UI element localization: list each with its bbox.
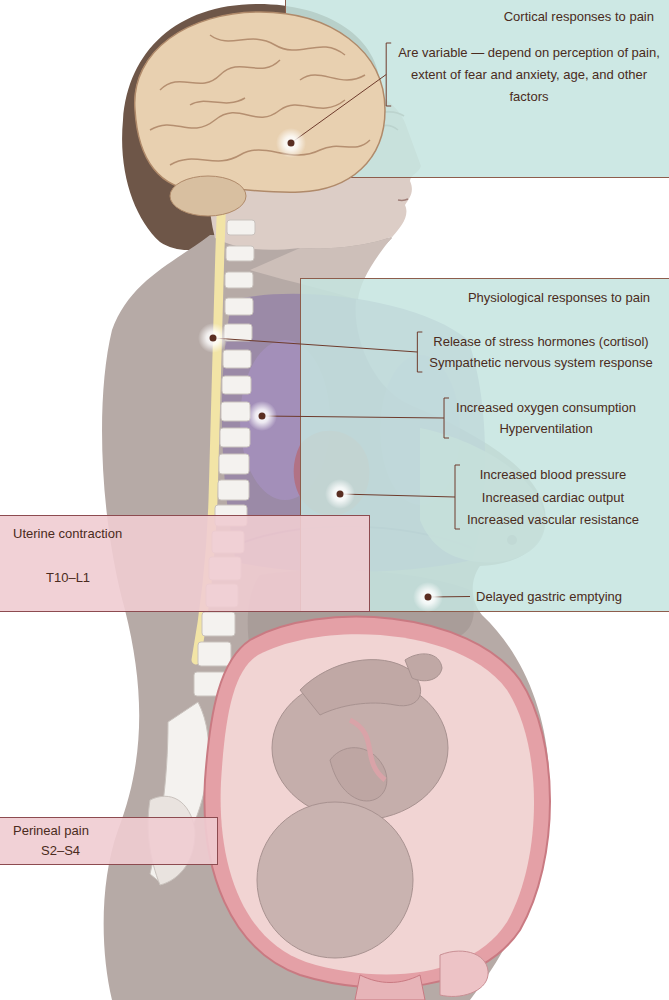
box-heading: Perineal pain [13,823,89,839]
leader-layer [213,43,470,597]
response-item: Increased blood pressure [480,467,627,483]
leader-dot [259,413,266,420]
umbilical-cord [350,720,385,780]
bracket [444,398,449,438]
bladder [440,951,488,996]
uterus-wall [204,617,550,988]
response-item: Sympathetic nervous system response [429,355,652,371]
bracket [455,465,460,529]
panel-body: Are variable — depend on perception of p… [394,42,664,108]
pain-glow [325,479,355,509]
response-item: Increased vascular resistance [467,512,639,528]
pain-glow [198,323,228,353]
cerebellum [170,176,246,216]
bracket [386,43,391,106]
fetus-foot [405,654,442,681]
panel-heading: Cortical responses to pain [504,9,654,25]
amniotic-sac [221,634,534,974]
vertebra [222,376,251,394]
response-item: Increased oxygen consumption [456,400,636,416]
leader-dot [210,335,217,342]
vertebra [220,428,250,447]
text-panel: Uterine contractionT10–L1 [0,515,370,612]
text-panel: Perineal painS2–S4 [0,817,218,865]
vertebra [221,402,250,421]
panel-heading: Physiological responses to pain [468,290,650,306]
vertebra [223,350,251,368]
fetus-head [257,802,413,958]
cervix [355,975,425,1000]
brain [135,12,385,192]
response-item: Release of stress hormones (cortisol) [433,334,648,350]
response-item: Delayed gastric emptying [476,589,622,605]
leader-dot [425,594,432,601]
fetus-leg [300,660,421,715]
bracket [417,332,422,372]
spinal-level: S2–S4 [41,843,80,859]
pain-glow [247,401,277,431]
vertebra [225,272,253,288]
box-heading: Uterine contraction [13,526,122,542]
leader-line [340,494,455,497]
leader-line [262,416,444,418]
pain-glow [413,582,443,612]
response-item: Hyperventilation [499,421,592,437]
vertebra [219,454,249,474]
vertebra [198,642,231,666]
spinal-level: T10–L1 [46,570,90,586]
brain-gyri [150,35,370,165]
leader-line [291,75,386,144]
vertebra [226,246,254,261]
vertebra [218,480,249,500]
response-item: Increased cardiac output [482,490,624,506]
vertebra [225,298,253,315]
pain-glow [276,128,306,158]
vertebra [224,324,252,341]
leader-dot [288,140,295,147]
vertebra [202,612,235,636]
mouth [398,199,408,200]
vertebra [227,220,255,235]
leader-line [213,338,417,352]
text-panel: Cortical responses to painAre variable —… [285,0,669,178]
leader-dot [337,491,344,498]
leader-line [428,596,470,598]
